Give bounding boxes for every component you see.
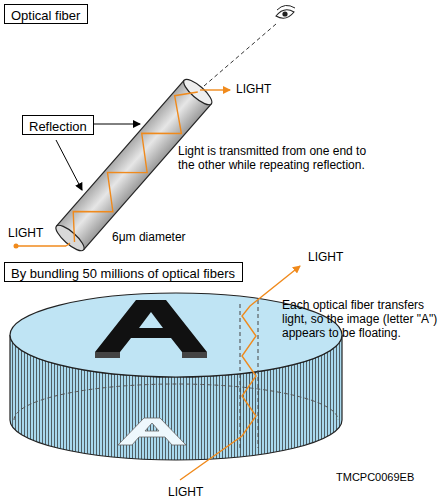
letter-a-depth [95,352,207,358]
note-text: Each optical fiber transfers light, so t… [282,298,438,340]
fiber-edge [56,80,184,226]
fiber-end [53,222,88,255]
box-label: Reflection [29,119,87,135]
sight-line [204,24,276,86]
single-fiber-outline [258,300,259,448]
label-box: Reflection [22,115,94,135]
eye-brow [277,5,295,10]
annotation: TMCPC0069EB [336,470,414,484]
annotation: LIGHT [236,82,271,96]
annotation: LIGHT [308,250,343,264]
letter-a-image [95,300,207,352]
label-box: By bundling 50 millions of optical fiber… [4,262,243,282]
eye-outline [276,10,294,19]
annotation: LIGHT [168,485,203,499]
annotation: LIGHT [8,226,43,240]
light-ray [16,245,66,246]
annotation: 6μm diameter [112,230,186,244]
box-label: Optical fiber [11,8,80,24]
note-text: Light is transmitted from one end to the… [178,144,374,172]
eye-pupil [282,11,287,16]
light-ray [200,89,230,90]
letter-a-source [118,418,186,445]
single-fiber-outline [240,304,241,450]
label-box: Optical fiber [4,4,88,24]
eye-icon [276,5,295,18]
box-label: By bundling 50 millions of optical fiber… [11,266,235,282]
fiber-edge [84,104,212,250]
leader-line [56,140,82,190]
leader-line [92,124,140,125]
light-ray [66,243,70,246]
bundle-back-rim [14,384,338,420]
